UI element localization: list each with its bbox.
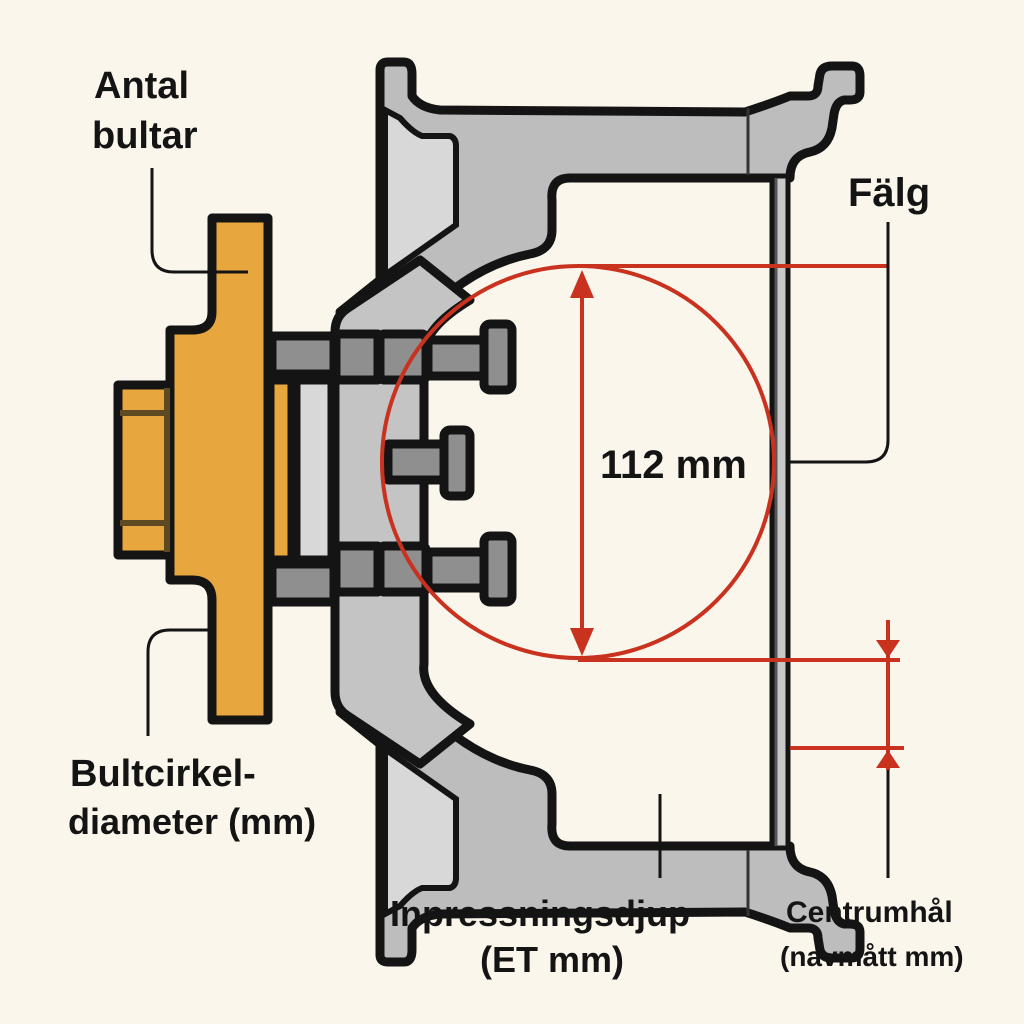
bolt-top-shank xyxy=(423,335,489,381)
hub-pilot-groove-top xyxy=(120,410,168,416)
rim-bottom-inner-light xyxy=(382,743,459,919)
rim-barrel-edge xyxy=(769,173,791,851)
bolt-top-nut-a xyxy=(331,329,383,385)
rim-bottom-half xyxy=(335,674,865,967)
rim-top-half xyxy=(335,57,865,350)
dimension-lines xyxy=(380,264,904,770)
rim-top-inner-light xyxy=(382,105,459,281)
hub-flange xyxy=(165,213,273,725)
label-bolt-circle-line1: Bultcirkel- xyxy=(70,753,256,795)
hub-pilot-groove-bottom xyxy=(120,520,168,526)
hub-spacer xyxy=(265,375,297,565)
bolt-top xyxy=(267,319,517,395)
bolt-middle-shank xyxy=(383,439,449,485)
leader-lines xyxy=(146,168,890,878)
hub-pilot xyxy=(113,380,175,560)
leader-rim xyxy=(790,222,890,464)
bolt-bottom-shank xyxy=(423,547,489,593)
bolt-top-head xyxy=(479,319,517,395)
bore-arrow-up-icon xyxy=(876,750,900,768)
bolt-bottom xyxy=(267,531,517,607)
bolt-middle-head xyxy=(439,425,475,501)
bolt-bottom-nut-a xyxy=(331,541,383,597)
pcd-arrow-down-icon xyxy=(570,628,594,656)
bore-arrow-down-icon xyxy=(876,640,900,658)
hub-spacer-light xyxy=(291,375,337,565)
label-center-bore-line2: (navmått mm) xyxy=(780,941,964,972)
wheel-bolts xyxy=(267,319,517,607)
pcd-arrow-up-icon xyxy=(570,270,594,298)
label-bolt-count-line2: bultar xyxy=(92,115,198,157)
rim-mounting-face xyxy=(330,255,475,769)
bolt-top-shank-left xyxy=(267,331,339,379)
leader-bolt-circle xyxy=(146,628,208,736)
label-bolt-count-line1: Antal xyxy=(94,65,189,107)
leader-bolt-count xyxy=(150,168,248,274)
bolt-bottom-head xyxy=(479,531,517,607)
label-pcd-value: 112 mm xyxy=(600,443,747,487)
label-rim: Fälg xyxy=(848,171,930,215)
label-offset-line1: Inpressningsdjup xyxy=(390,893,690,934)
hub-pilot-shadow xyxy=(164,388,170,552)
rim-cross-section xyxy=(330,57,865,967)
label-offset-line2: (ET mm) xyxy=(480,939,624,980)
bolt-middle xyxy=(383,425,475,501)
bolt-bottom-shank-left xyxy=(267,559,339,607)
label-bolt-circle-line2: diameter (mm) xyxy=(68,801,316,842)
label-center-bore-line1: Centrumhål xyxy=(786,896,953,929)
